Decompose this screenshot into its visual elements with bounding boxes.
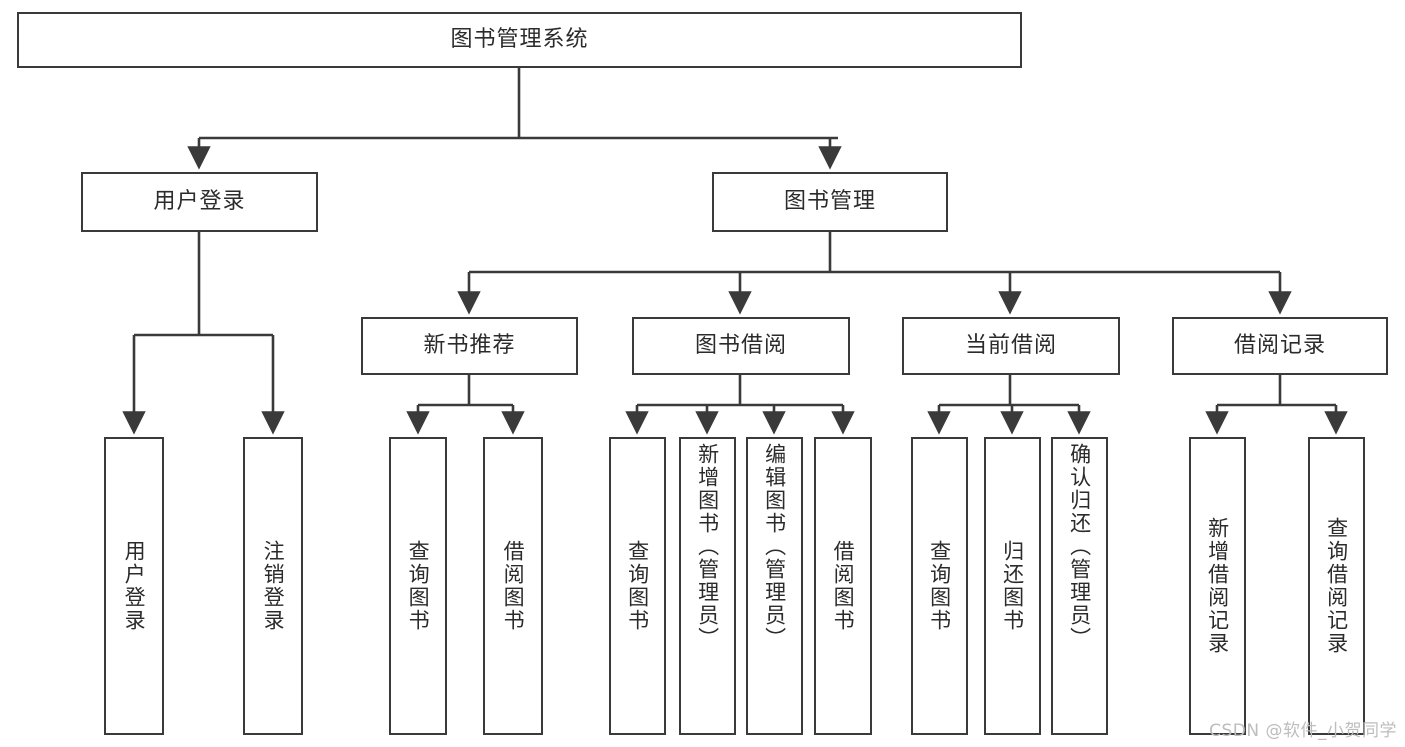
- node-root-label: 图书管理系统: [450, 26, 589, 52]
- leaf-borrow-book-newbook[interactable]: 借阅图书: [483, 437, 543, 735]
- node-root[interactable]: 图书管理系统: [17, 12, 1022, 68]
- node-borrow-record-label: 借阅记录: [1233, 332, 1326, 358]
- leaf-label: 新增图书（管理员）: [695, 443, 720, 650]
- leaf-edit-book-admin[interactable]: 编辑图书（管理员）: [746, 437, 803, 735]
- leaf-label: 注销登录: [261, 540, 286, 632]
- node-user-login-label: 用户登录: [153, 188, 246, 214]
- leaf-label: 归还图书: [1000, 540, 1025, 632]
- leaf-label: 编辑图书（管理员）: [762, 443, 787, 650]
- leaf-query-book-current[interactable]: 查询图书: [911, 437, 968, 735]
- node-current-borrow-label: 当前借阅: [964, 332, 1057, 358]
- leaf-query-book-borrow[interactable]: 查询图书: [609, 437, 666, 735]
- node-book-borrow[interactable]: 图书借阅: [632, 317, 850, 375]
- leaf-label: 确认归还（管理员）: [1067, 443, 1092, 650]
- node-book-management[interactable]: 图书管理: [712, 172, 948, 232]
- leaf-add-borrow-record[interactable]: 新增借阅记录: [1189, 437, 1246, 735]
- leaf-user-logout[interactable]: 注销登录: [243, 437, 303, 735]
- leaf-label: 新增借阅记录: [1205, 517, 1230, 655]
- leaf-confirm-return-admin[interactable]: 确认归还（管理员）: [1051, 437, 1108, 735]
- leaf-label: 查询图书: [406, 540, 431, 632]
- leaf-query-book-newbook[interactable]: 查询图书: [389, 437, 447, 735]
- node-borrow-record[interactable]: 借阅记录: [1172, 317, 1388, 375]
- leaf-label: 用户登录: [122, 540, 147, 632]
- leaf-label: 借阅图书: [831, 540, 856, 632]
- leaf-label: 查询图书: [625, 540, 650, 632]
- leaf-add-book-admin[interactable]: 新增图书（管理员）: [679, 437, 736, 735]
- leaf-label: 查询借阅记录: [1324, 517, 1349, 655]
- node-book-borrow-label: 图书借阅: [694, 332, 787, 358]
- node-current-borrow[interactable]: 当前借阅: [902, 317, 1120, 375]
- leaf-borrow-book[interactable]: 借阅图书: [814, 437, 872, 735]
- node-new-book-recommend-label: 新书推荐: [423, 332, 516, 358]
- leaf-return-book[interactable]: 归还图书: [984, 437, 1041, 735]
- node-new-book-recommend[interactable]: 新书推荐: [361, 317, 578, 375]
- leaf-label: 借阅图书: [501, 540, 526, 632]
- leaf-user-login[interactable]: 用户登录: [104, 437, 164, 735]
- csdn-watermark: CSDN @软件_小贺同学: [1209, 721, 1397, 741]
- leaf-label: 查询图书: [927, 540, 952, 632]
- node-user-login[interactable]: 用户登录: [81, 172, 318, 232]
- leaf-query-borrow-record[interactable]: 查询借阅记录: [1308, 437, 1365, 735]
- node-book-management-label: 图书管理: [783, 188, 876, 214]
